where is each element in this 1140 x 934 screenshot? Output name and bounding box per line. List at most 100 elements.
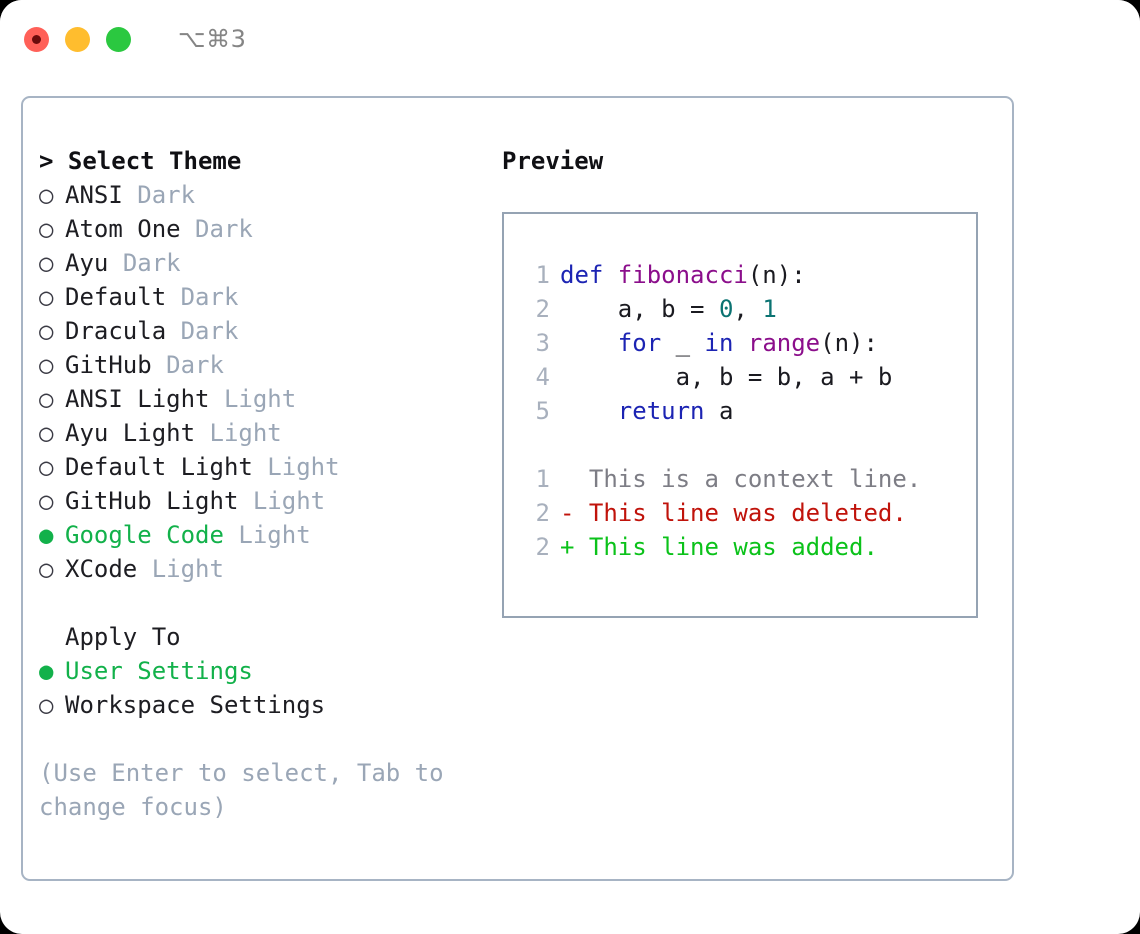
radio-unselected-icon: ○ [39, 555, 54, 583]
maximize-button[interactable] [106, 26, 131, 52]
code-token-kw: in [704, 329, 734, 357]
line-number: 5 [535, 397, 550, 425]
theme-option-atom-one[interactable]: ○ Atom One Dark [39, 212, 494, 246]
radio-selected-icon: ● [39, 657, 54, 685]
code-token-txt: , [733, 295, 763, 323]
diff-sign [560, 465, 574, 493]
code-line: 5 return a [522, 394, 976, 428]
theme-option-label: Ayu [65, 249, 109, 277]
theme-list[interactable]: ○ANSI Dark○Atom One Dark○Ayu Dark○Defaul… [39, 178, 494, 586]
theme-option-label: Ayu Light [65, 419, 196, 447]
radio-selected-icon: ● [39, 521, 54, 549]
radio-unselected-icon: ○ [39, 691, 54, 719]
code-token-fn: fibonacci [617, 261, 748, 289]
code-token-kw: return [617, 397, 705, 425]
code-token-txt: a, b = [560, 295, 719, 323]
diff-text: This is a context line. [574, 465, 922, 493]
theme-variant-tag: Light [238, 521, 311, 549]
code-line: 4 a, b = b, a + b [522, 360, 976, 394]
theme-variant-tag: Light [223, 385, 297, 413]
theme-variant-tag: Light [209, 419, 282, 447]
diff-line-del: 2- This line was deleted. [522, 496, 976, 530]
theme-option-label: GitHub Light [65, 487, 239, 515]
theme-variant-tag: Dark [137, 181, 196, 209]
apply-to-option-label: Workspace Settings [65, 691, 326, 719]
theme-option-default[interactable]: ○Default Dark [39, 280, 494, 314]
apply-to-option-workspace-settings[interactable]: ○ Workspace Settings [39, 688, 494, 722]
diff-sign: + [560, 533, 575, 561]
preview-heading: Preview [502, 147, 604, 175]
keyboard-hint-text: (Use Enter to select, Tab to change focu… [39, 759, 459, 821]
tui-panel: > Select Theme ○ANSI Dark○Atom One Dark○… [21, 96, 1014, 881]
code-token-punc: (n): [747, 261, 806, 289]
line-number: 2 [535, 295, 550, 323]
apply-to-heading: Apply To [65, 623, 181, 651]
line-number: 3 [535, 329, 550, 357]
theme-option-ansi[interactable]: ○ ANSI Dark [39, 178, 494, 212]
theme-option-xcode[interactable]: ○XCode Light [39, 552, 494, 586]
code-token-txt: a, b = b, a + b [560, 363, 893, 391]
code-token-txt [733, 329, 747, 357]
radio-unselected-icon: ○ [39, 317, 54, 345]
theme-option-label: XCode [65, 555, 138, 583]
theme-option-ansi-light[interactable]: ○ANSI Light Light [39, 382, 494, 416]
code-token-txt [560, 397, 618, 425]
select-theme-heading: > Select Theme [39, 147, 242, 175]
theme-option-label: Default Light [65, 453, 253, 481]
diff-text: This line was added. [574, 533, 878, 561]
close-button[interactable] [24, 26, 49, 52]
line-number: 1 [535, 261, 550, 289]
line-number: 1 [535, 465, 550, 493]
code-diff-spacer [522, 428, 976, 462]
theme-variant-tag: Light [267, 453, 340, 481]
diff-text: This line was deleted. [574, 499, 907, 527]
theme-option-ayu[interactable]: ○Ayu Dark [39, 246, 494, 280]
radio-unselected-icon: ○ [39, 385, 54, 413]
code-token-kw: def [560, 261, 618, 289]
theme-option-label: ANSI [65, 181, 123, 209]
code-line: 1 def fibonacci(n): [522, 258, 976, 292]
theme-option-label: Default [65, 283, 167, 311]
theme-option-label: Atom One [65, 215, 181, 243]
minimize-button[interactable] [65, 26, 90, 52]
code-token-txt: a [704, 397, 734, 425]
theme-option-dracula[interactable]: ○Dracula Dark [39, 314, 494, 348]
code-token-fn: range [747, 329, 821, 357]
radio-unselected-icon: ○ [39, 181, 54, 209]
code-token-punc: (n): [820, 329, 878, 357]
theme-option-ayu-light[interactable]: ○ Ayu Light Light [39, 416, 494, 450]
theme-variant-tag: Dark [166, 351, 224, 379]
theme-variant-tag: Light [252, 487, 326, 515]
theme-option-github[interactable]: ○GitHub Dark [39, 348, 494, 382]
code-token-num: 0 [718, 295, 734, 323]
apply-to-list[interactable]: ● User Settings ○ Workspace Settings [39, 654, 494, 722]
theme-variant-tag: Dark [180, 317, 239, 345]
apply-to-option-label: User Settings [65, 657, 253, 685]
radio-unselected-icon: ○ [39, 351, 54, 379]
code-token-num: 1 [762, 295, 777, 323]
radio-unselected-icon: ○ [39, 419, 54, 447]
theme-variant-tag: Dark [180, 283, 239, 311]
window-titlebar: ⌥⌘3 [0, 0, 1140, 78]
code-line: 2 a, b = 0, 1 [522, 292, 976, 326]
radio-unselected-icon: ○ [39, 453, 54, 481]
traffic-light-group [24, 26, 131, 52]
theme-option-default-light[interactable]: ○ Default Light Light [39, 450, 494, 484]
diff-sign: - [560, 499, 575, 527]
radio-unselected-icon: ○ [39, 215, 54, 243]
theme-option-google-code[interactable]: ● Google Code Light [39, 518, 494, 552]
window-title: ⌥⌘3 [178, 25, 247, 53]
theme-option-github-light[interactable]: ○ GitHub Light Light [39, 484, 494, 518]
recording-indicator-icon [32, 34, 41, 44]
code-line: 3 for _ in range(n): [522, 326, 976, 360]
line-number: 2 [535, 499, 550, 527]
code-token-txt [560, 329, 618, 357]
theme-option-label: Google Code [65, 521, 224, 549]
theme-variant-tag: Dark [195, 215, 253, 243]
apply-to-option-user-settings[interactable]: ● User Settings [39, 654, 494, 688]
radio-unselected-icon: ○ [39, 487, 54, 515]
